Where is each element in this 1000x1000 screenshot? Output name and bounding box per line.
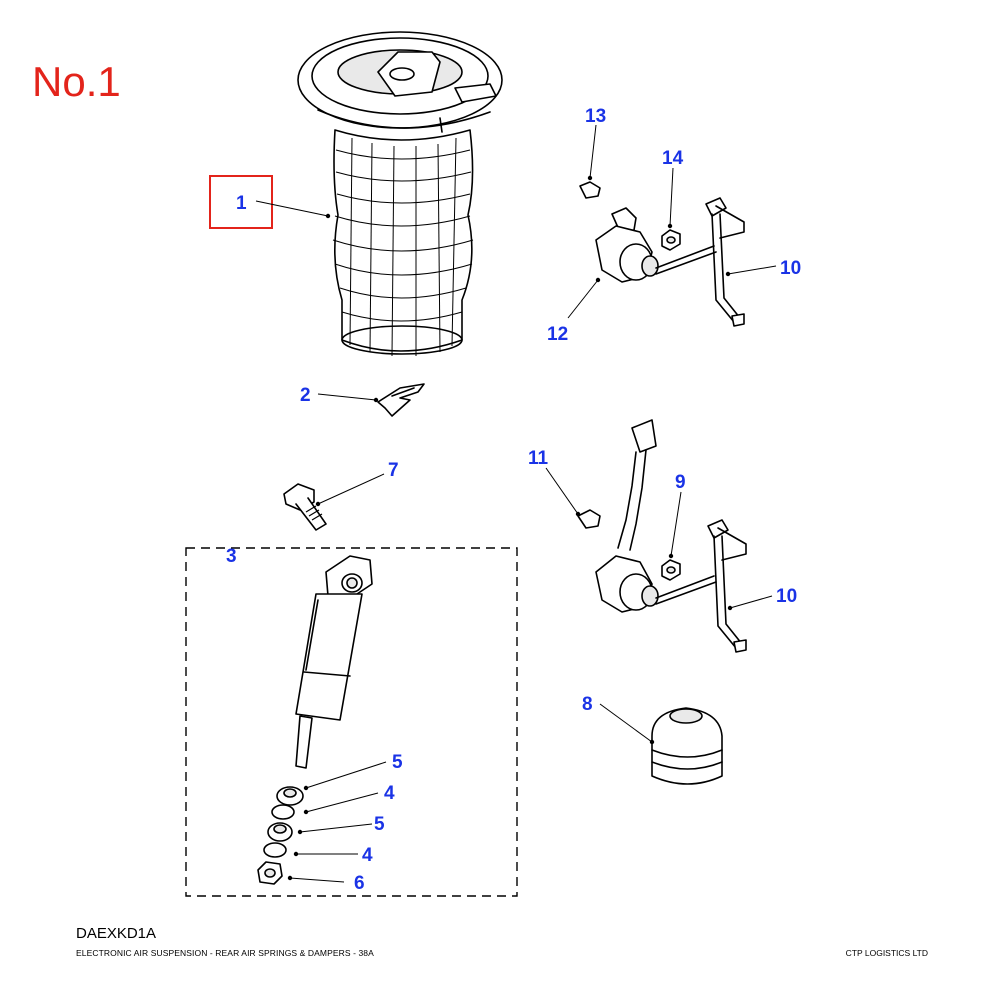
callout-14[interactable]: 14 (662, 148, 684, 169)
callout-4b[interactable]: 4 (362, 845, 373, 866)
highlight-box (209, 175, 273, 229)
retaining-clip[interactable] (377, 383, 425, 417)
callout-10b[interactable]: 10 (776, 586, 797, 607)
damper[interactable] (257, 555, 373, 885)
callout-1[interactable]: 1 (236, 193, 247, 214)
height-sensor-link-lower[interactable] (707, 519, 747, 653)
callout-7[interactable]: 7 (388, 460, 399, 481)
callout-10a[interactable]: 10 (780, 258, 801, 279)
sheet-label: No.1 (32, 58, 121, 105)
callout-9[interactable]: 9 (675, 472, 686, 493)
callout-8[interactable]: 8 (582, 694, 593, 715)
nut-14[interactable] (661, 229, 681, 251)
air-spring[interactable] (297, 31, 503, 357)
height-sensor-lower[interactable] (595, 419, 717, 613)
height-sensor-upper[interactable] (595, 207, 717, 283)
callout-5b[interactable]: 5 (374, 814, 385, 835)
height-sensor-link-upper[interactable] (705, 197, 745, 327)
nut-9[interactable] (661, 559, 681, 581)
callout-12[interactable]: 12 (547, 324, 568, 345)
leader-lines (255, 124, 777, 883)
callout-11[interactable]: 11 (528, 448, 549, 469)
callout-3[interactable]: 3 (226, 546, 237, 567)
callout-13[interactable]: 13 (585, 106, 606, 127)
callout-4a[interactable]: 4 (384, 783, 395, 804)
callout-5a[interactable]: 5 (392, 752, 403, 773)
diagram-caption: ELECTRONIC AIR SUSPENSION - REAR AIR SPR… (76, 948, 374, 958)
reference-code: DAEXKD1A (76, 925, 157, 942)
callout-2[interactable]: 2 (300, 385, 311, 406)
callout-labels: 1 2 3 4 4 5 5 6 7 8 9 10 10 11 12 13 14 (226, 106, 801, 894)
callout-6[interactable]: 6 (354, 873, 365, 894)
bump-stop[interactable] (651, 707, 723, 785)
screw-13[interactable] (579, 181, 601, 199)
publisher-credit: CTP LOGISTICS LTD (845, 948, 928, 958)
bolt[interactable] (283, 483, 327, 531)
damper-assembly-frame (185, 547, 518, 897)
screw-11[interactable] (577, 509, 601, 529)
